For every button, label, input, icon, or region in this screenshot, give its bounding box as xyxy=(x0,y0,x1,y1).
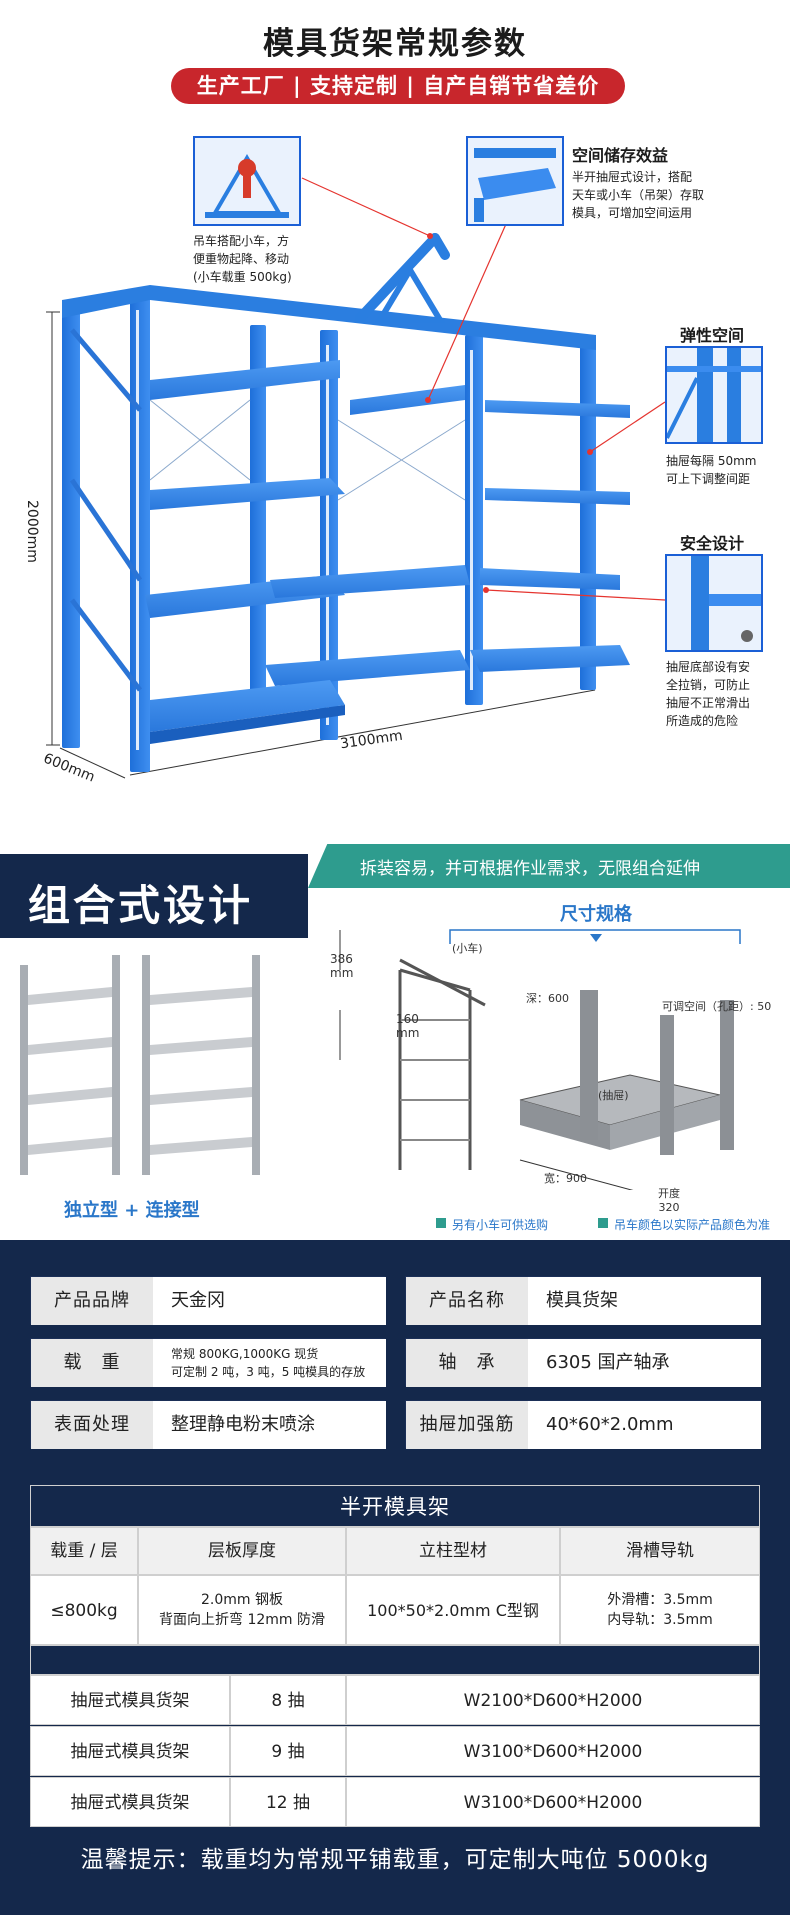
rack-illustration xyxy=(46,177,666,779)
upright-icon xyxy=(665,348,761,442)
drawer-icon xyxy=(474,148,556,222)
combo-banner: 组合式设计 xyxy=(0,854,308,938)
trolley-arm xyxy=(355,233,450,323)
adjust-label: 可调空间（孔距）: 50 xyxy=(662,1000,772,1013)
safety-desc: 抽屉底部设有安 全拉销，可防止 抽屉不正常滑出 所造成的危险 xyxy=(666,660,751,728)
safety-title: 安全设计 xyxy=(680,534,745,553)
params-section: 模具货架常规参数 生产工厂 | 支持定制 | 自产自销节省差价 xyxy=(0,0,790,840)
trolley-icon xyxy=(205,154,289,218)
rack-uprights xyxy=(62,292,596,772)
depth-label: 深：600 xyxy=(526,992,569,1005)
info-surface: 表面处理 整理静电粉末喷涂 xyxy=(30,1400,386,1449)
half-open-table: 半开模具架 载重 / 层 层板厚度 立柱型材 滑槽导轨 ≤800kg 2.0mm… xyxy=(30,1485,760,1645)
gray-racks-illustration xyxy=(20,955,260,1175)
trolley-image xyxy=(193,136,301,226)
info-bearing: 轴 承 6305 国产轴承 xyxy=(405,1338,761,1387)
table-row: 抽屉式模具货架 9 抽 W3100*D600*H2000 xyxy=(30,1726,760,1776)
legend-marker-1 xyxy=(436,1218,446,1228)
cell-column: 100*50*2.0mm C型钢 xyxy=(346,1575,560,1645)
info-load: 载 重 常规 800KG,1000KG 现货 可定制 2 吨，3 吨，5 吨模具… xyxy=(30,1338,386,1387)
col-rail: 滑槽导轨 xyxy=(560,1527,760,1575)
tagline-pill: 生产工厂 | 支持定制 | 自产自销节省差价 xyxy=(171,68,625,104)
pin-icon xyxy=(691,556,761,650)
safety-image xyxy=(665,554,763,652)
dimension-lines xyxy=(46,311,596,779)
combo-section: 拆装容易，并可根据作业需求，无限组合延伸 组合式设计 独立型 + 连接型 尺寸规… xyxy=(0,840,790,1240)
info-product-name: 产品名称 模具货架 xyxy=(405,1276,761,1325)
rack-types-label: 独立型 + 连接型 xyxy=(64,1200,200,1221)
col-load: 载重 / 层 xyxy=(30,1527,138,1575)
side-braces xyxy=(69,328,143,692)
cell-rail: 外滑槽：3.5mm 内导轨：3.5mm xyxy=(560,1575,760,1645)
legend-trolley: 另有小车可供选购 xyxy=(452,1218,549,1232)
storage-title: 空间储存效益 xyxy=(572,146,669,165)
rack-shelves xyxy=(145,360,630,744)
half-open-title: 半开模具架 xyxy=(30,1485,760,1527)
trolley-frame xyxy=(374,264,446,323)
legend-marker-2 xyxy=(598,1218,608,1228)
callout-dots xyxy=(425,233,593,593)
combo-banner-text: 组合式设计 xyxy=(28,881,254,930)
storage-image xyxy=(466,136,564,226)
table-divider xyxy=(30,1645,760,1675)
col-thickness: 层板厚度 xyxy=(138,1527,346,1575)
elastic-title: 弹性空间 xyxy=(680,326,745,345)
upright-holes xyxy=(136,310,473,750)
callout-leaders xyxy=(301,177,666,601)
teal-banner xyxy=(308,844,790,888)
elastic-image xyxy=(665,346,763,444)
width-label: 宽：900 xyxy=(544,1172,587,1185)
trolley-desc: 吊车搭配小车，方 便重物起降、移动 (小车载重 500kg) xyxy=(193,234,292,284)
spec-table-section: 产品品牌 天金冈 产品名称 模具货架 载 重 常规 800KG,1000KG 现… xyxy=(0,1240,790,1915)
spec-title: 尺寸规格 xyxy=(560,904,632,925)
table-row: 抽屉式模具货架 8 抽 W2100*D600*H2000 xyxy=(30,1675,760,1725)
top-beam xyxy=(62,285,596,350)
legend-color: 吊车颜色以实际产品颜色为准 xyxy=(614,1218,771,1232)
cell-load: ≤800kg xyxy=(30,1575,138,1645)
col-column: 立柱型材 xyxy=(346,1527,560,1575)
back-braces xyxy=(149,399,466,501)
storage-desc: 半开抽屉式设计，搭配 天车或小车（吊架）存取 模具，可增加空间运用 xyxy=(572,170,705,220)
page-title: 模具货架常规参数 xyxy=(263,26,527,62)
teal-banner-text: 拆装容易，并可根据作业需求，无限组合延伸 xyxy=(360,859,700,879)
info-brand: 产品品牌 天金冈 xyxy=(30,1276,386,1325)
height-dimension: 2000mm xyxy=(24,500,40,563)
spec-diagram xyxy=(339,929,741,1190)
cell-thickness: 2.0mm 钢板 背面向上折弯 12mm 防滑 xyxy=(138,1575,346,1645)
drawer-label: (抽屉) xyxy=(598,1089,629,1102)
table-row: 抽屉式模具货架 12 抽 W3100*D600*H2000 xyxy=(30,1777,760,1827)
elastic-desc: 抽屉每隔 50mm 可上下调整间距 xyxy=(666,454,757,486)
warm-tip: 温馨提示：载重均为常规平铺载重，可定制大吨位 5000kg xyxy=(80,1847,710,1873)
trolley-label: (小车) xyxy=(452,942,483,955)
info-rib: 抽屉加强筋 40*60*2.0mm xyxy=(405,1400,761,1449)
